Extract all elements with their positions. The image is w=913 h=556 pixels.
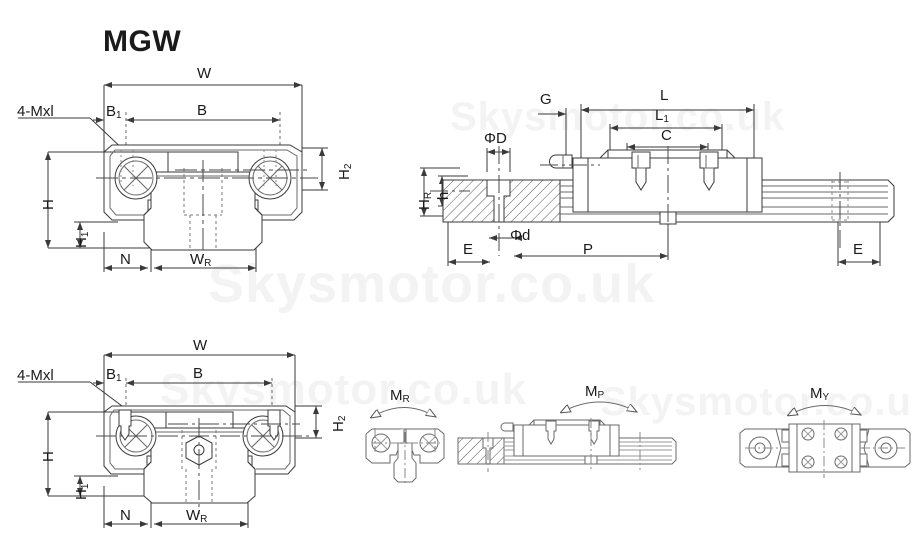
page-title: MGW [103,25,182,58]
label-l: L [660,87,669,104]
label-c: C [661,127,672,144]
moment-mr-group [365,407,445,484]
label-e-right: E [853,241,864,258]
label-b: B [193,365,204,382]
label-moment-mr: MR [390,387,410,405]
label-b1: B1 [106,103,122,121]
label-h2: H2 [330,415,348,432]
label-h1: H1 [73,231,91,248]
top-right-view-group [420,104,895,266]
label-hr: HR [416,191,434,210]
label-b1: B1 [106,366,122,384]
top-left-view-group [18,82,328,272]
label-b: B [197,102,208,119]
label-g: G [540,91,552,108]
label-h1: H1 [73,483,91,500]
label-l1: L1 [655,107,669,125]
label-n: N [120,507,131,524]
label-wr: WR [186,507,208,525]
label-h: H [40,199,57,210]
label-width-overall: W [193,337,208,354]
label-h: H [40,451,57,462]
label-n: N [120,251,131,268]
bottom-left-view-group [18,352,322,528]
label-width-overall: W [197,65,212,82]
label-h-small: h [435,191,452,200]
moment-mp-group [457,401,677,472]
label-phi-d-big: ΦD [484,130,507,147]
label-moment-mp: MP [585,383,605,401]
label-wr: WR [190,251,212,269]
label-e-left: E [463,241,474,258]
label-p: P [583,241,594,258]
label-moment-my: MY [810,385,830,403]
label-h2: H2 [336,163,354,180]
moment-my-group [739,405,911,478]
label-screw-note: 4-Mxl [17,103,54,120]
label-screw-note: 4-Mxl [17,367,54,384]
label-phi-d-small: Φd [510,227,531,244]
